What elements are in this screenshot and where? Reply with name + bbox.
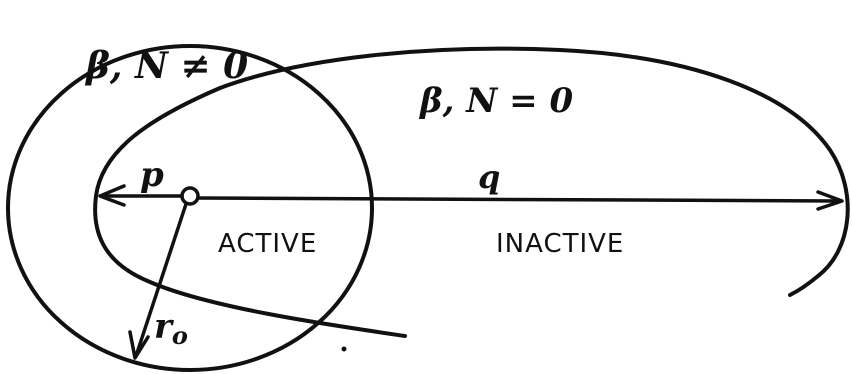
active-sphere-circle (6, 44, 374, 372)
radius-symbol: r (154, 307, 174, 347)
distance-p-label: p (140, 155, 164, 195)
focus-point (180, 186, 200, 206)
active-region-label: ACTIVE (218, 229, 317, 259)
radius-label: ro (154, 307, 188, 350)
distance-q-label: q (478, 158, 500, 196)
trajectory-curve (93, 46, 850, 338)
distance-q-line (196, 196, 840, 203)
ink-dot (341, 346, 347, 352)
distance-p-arrowhead (98, 184, 126, 207)
outer-condition-label: β, N = 0 (418, 81, 573, 121)
radius-subscript: o (172, 321, 188, 350)
radius-arrowhead (128, 330, 150, 360)
distance-q-arrowhead (816, 190, 844, 211)
inactive-region-label: INACTIVE (496, 229, 624, 259)
inner-condition-label: β, N ≠ 0 (84, 45, 248, 87)
radius-line (134, 202, 188, 358)
